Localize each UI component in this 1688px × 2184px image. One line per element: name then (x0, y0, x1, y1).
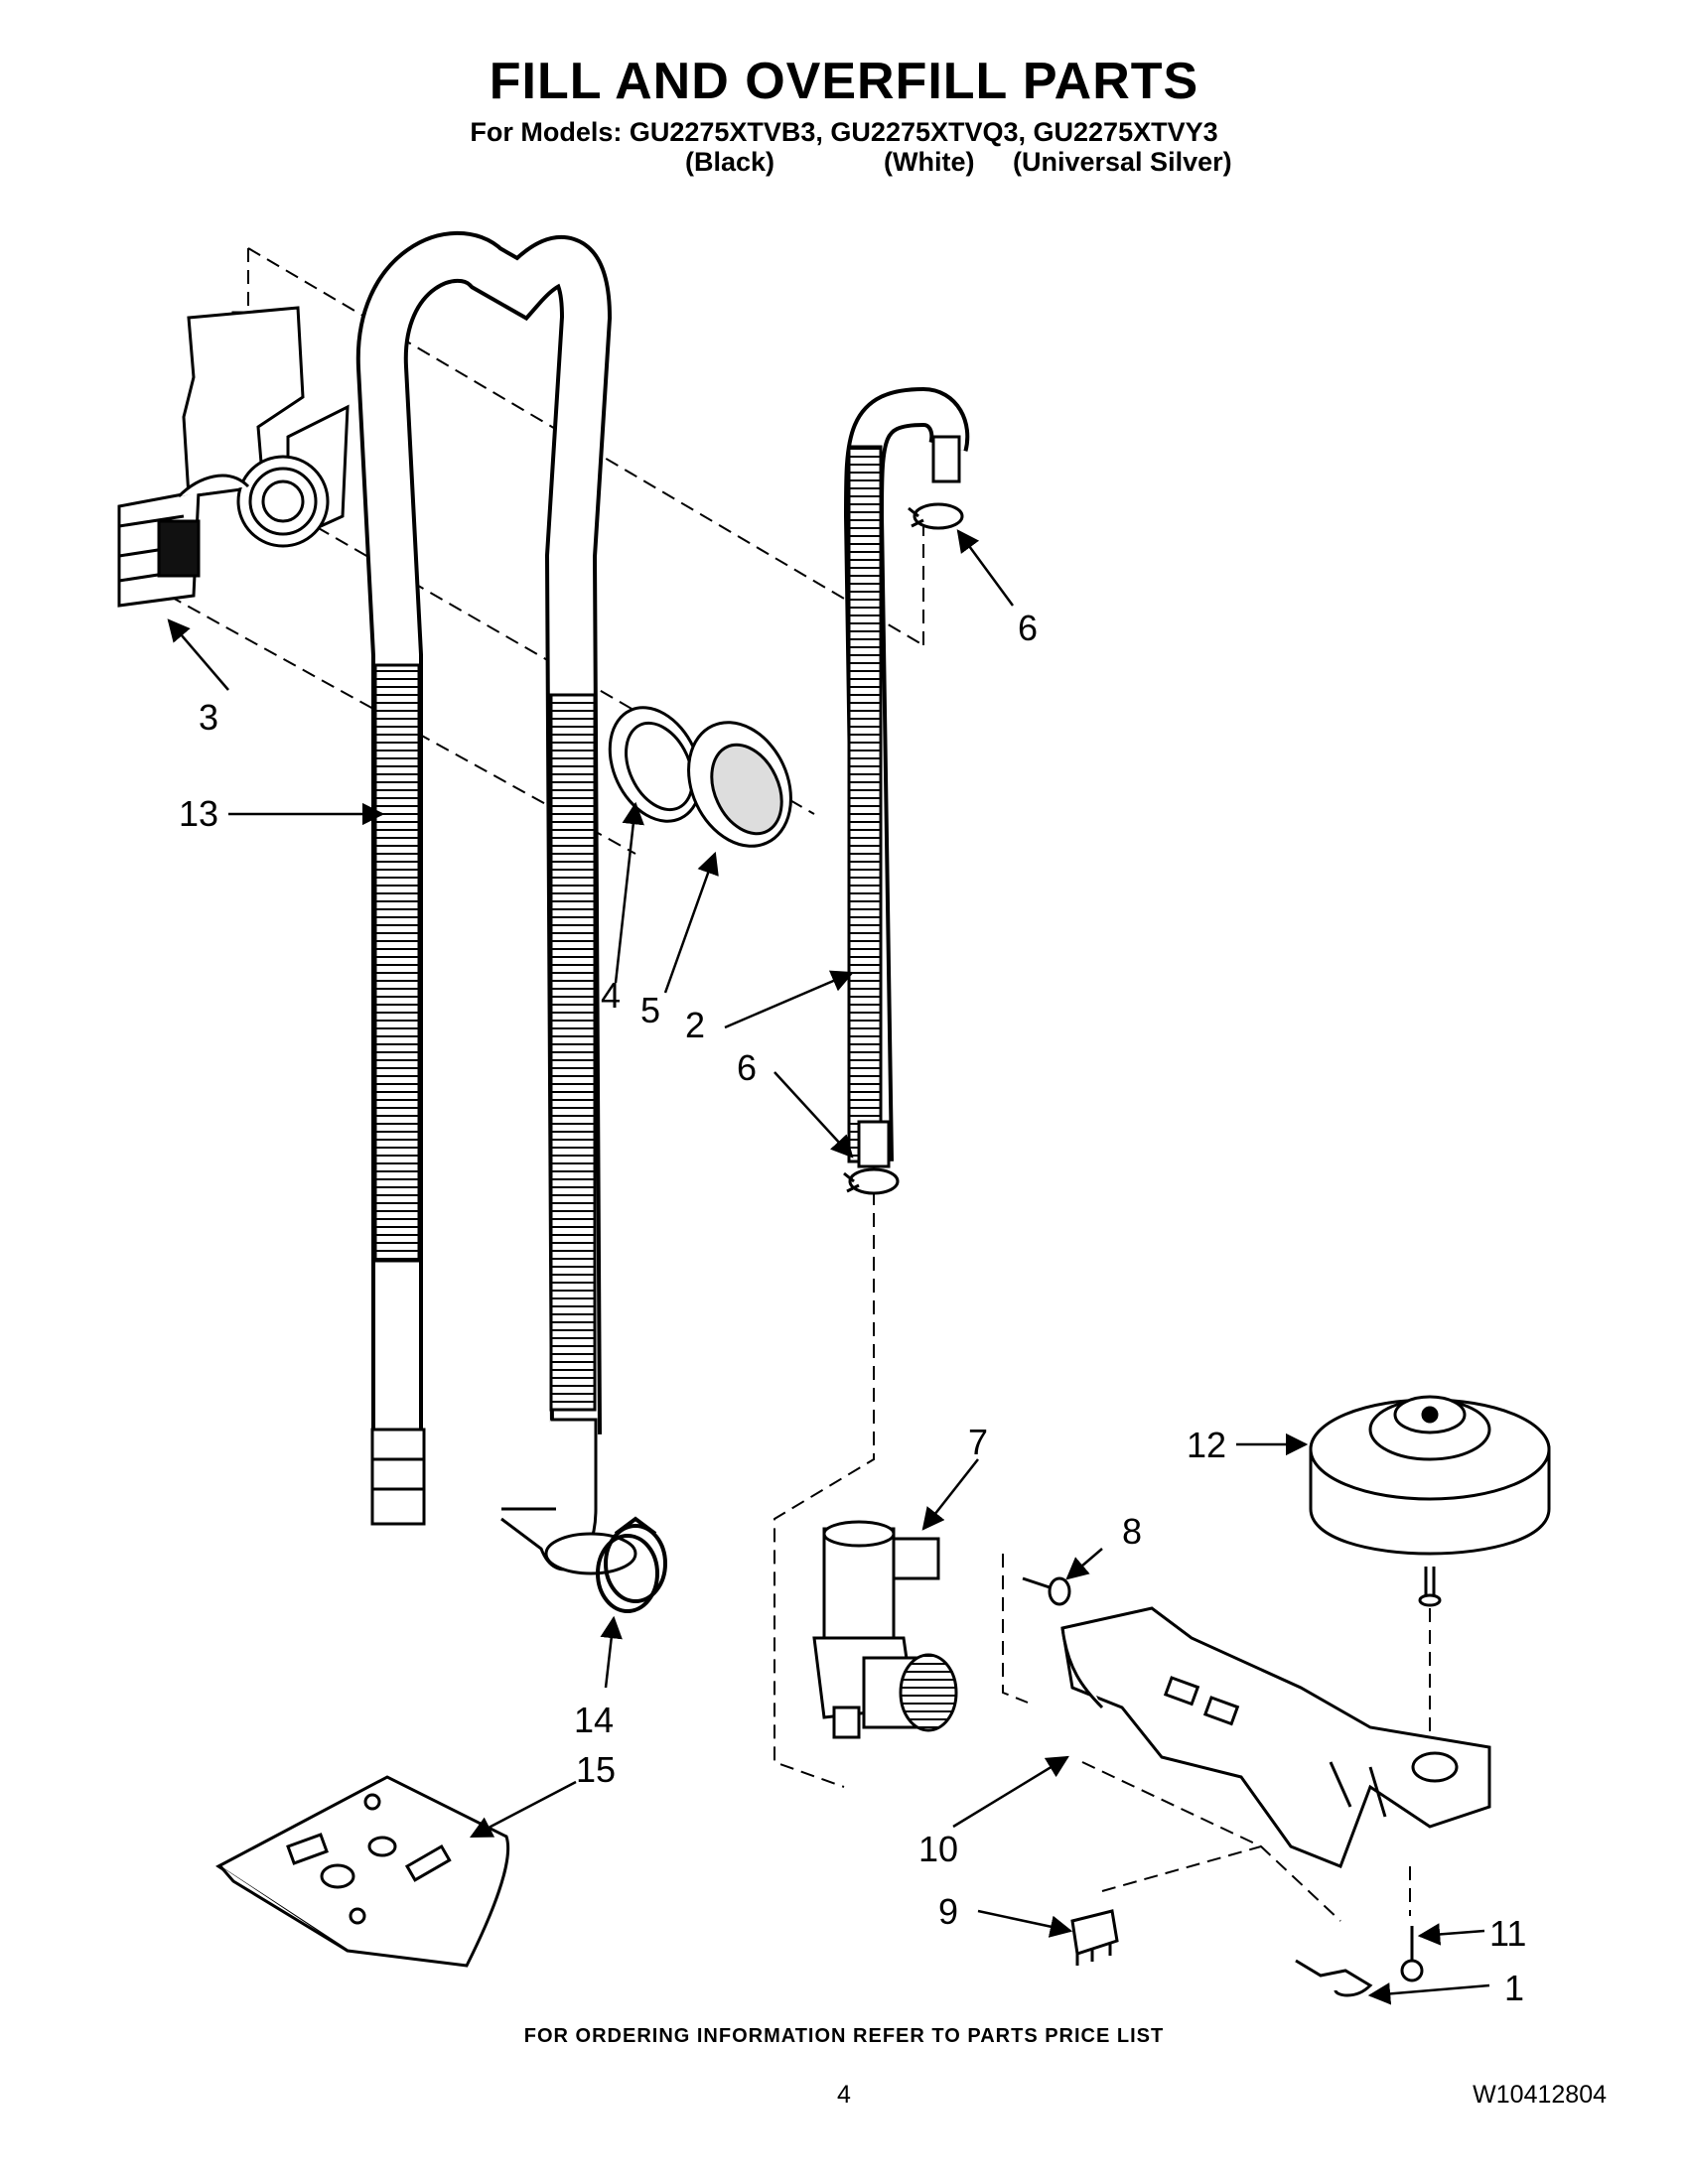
models-line: For Models: GU2275XTVB3, GU2275XTVQ3, GU… (470, 117, 1218, 147)
callout-5: 5 (640, 990, 660, 1030)
hose-bracket-part (117, 306, 350, 608)
nut-part (687, 721, 792, 848)
gasket-part (608, 706, 703, 823)
variant-universal-silver: (Universal Silver) (1013, 147, 1232, 177)
page-number: 4 (837, 2081, 851, 2109)
callout-leaders (167, 529, 1490, 2005)
switch-bracket-part (1060, 1606, 1491, 1868)
page-title: FILL AND OVERFILL PARTS (489, 53, 1199, 110)
lever-part (1295, 1959, 1373, 1997)
parts-kit-bag (215, 1775, 510, 1968)
variant-black: (Black) (685, 147, 775, 177)
callout-7: 7 (968, 1422, 988, 1462)
variant-white: (White) (884, 147, 975, 177)
fill-hose-part (843, 386, 970, 1168)
callout-13: 13 (179, 793, 218, 834)
callout-2: 2 (685, 1005, 705, 1045)
drain-hose-part (355, 230, 637, 1575)
hose-clamp-upper (908, 502, 964, 530)
callout-numbers: 1 2 3 4 5 6 6 7 8 9 10 11 12 13 14 15 (179, 608, 1526, 2008)
callout-11: 11 (1489, 1913, 1526, 1954)
callout-15: 15 (576, 1749, 616, 1790)
callout-4: 4 (601, 975, 621, 1016)
callout-6-upper: 6 (1018, 608, 1038, 648)
switch-part (1070, 1909, 1119, 1966)
ordering-note: FOR ORDERING INFORMATION REFER TO PARTS … (523, 2025, 1165, 2047)
small-screw-part (1400, 1926, 1424, 1982)
callout-9: 9 (938, 1891, 958, 1932)
callout-8: 8 (1122, 1511, 1142, 1552)
callout-1: 1 (1504, 1968, 1524, 2008)
callout-6-lower: 6 (737, 1047, 757, 1088)
screw-part (1022, 1576, 1071, 1606)
callout-14: 14 (574, 1700, 614, 1740)
float-part (1309, 1395, 1551, 1607)
hose-clamp-lower (843, 1167, 900, 1195)
document-number: W10412804 (1473, 2081, 1607, 2109)
clamp-part (596, 1516, 667, 1613)
inlet-valve-part (812, 1520, 958, 1739)
callout-3: 3 (199, 697, 218, 738)
callout-10: 10 (918, 1829, 958, 1869)
callout-12: 12 (1187, 1425, 1226, 1465)
